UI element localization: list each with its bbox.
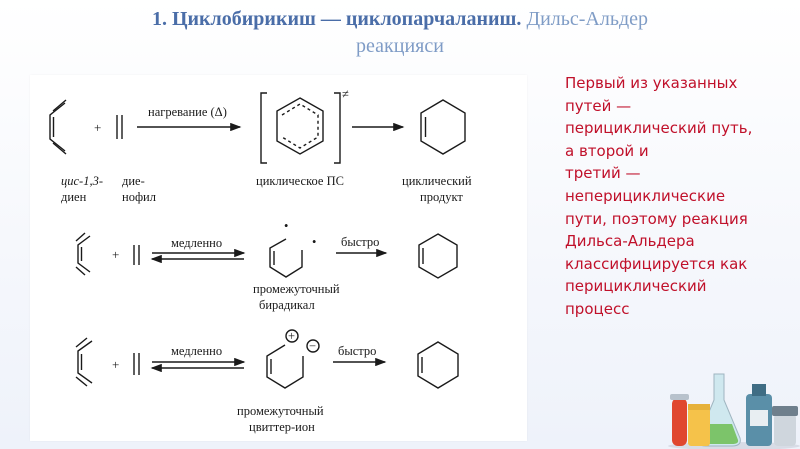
- slide-title: 1. Циклобирикиш — циклопарчаланиш. Дильс…: [0, 6, 800, 60]
- arrow-label-heating: нагревание (Δ): [148, 105, 227, 119]
- note-line: перициклический путь,: [565, 119, 753, 138]
- label-product-2: продукт: [420, 190, 463, 204]
- dienophile-1: [116, 115, 123, 139]
- transition-state-ring: [276, 97, 324, 155]
- note-line: пути, поэтому реакция: [565, 209, 748, 228]
- fast-label-2: быстро: [341, 235, 379, 249]
- cis-diene-1: [49, 99, 67, 155]
- dienophile-2: [133, 245, 140, 265]
- cyclohexene-product-1: [420, 99, 466, 155]
- cis-diene-3: [75, 337, 93, 387]
- plus-sign-1: +: [94, 120, 101, 135]
- intermediate-biradical-2: бирадикал: [259, 298, 315, 312]
- ts-double-dagger: ≠: [342, 87, 349, 101]
- plus-charge: +: [288, 329, 295, 343]
- reaction-scheme: + нагревание (Δ) ≠ цис-1,3- диен дие- но…: [30, 75, 527, 441]
- plus-sign-2: +: [112, 247, 119, 262]
- label-dienophile-1: дие-: [122, 174, 145, 188]
- intermediate-biradical-1: промежуточный: [253, 282, 340, 296]
- note-line: неперициклические: [565, 186, 726, 205]
- note-line: классифицируется как: [565, 254, 748, 273]
- label-transition-state: циклическое ПС: [256, 174, 344, 188]
- lab-glassware-icon: [668, 373, 800, 449]
- note-line: Первый из указанных: [565, 74, 738, 92]
- note-line: путей —: [565, 96, 632, 115]
- dienophile-3: [133, 353, 140, 375]
- slow-label-3: медленно: [171, 344, 222, 358]
- cyclohexene-product-3: [417, 341, 459, 389]
- intermediate-zwitterion-2: цвиттер-ион: [249, 420, 315, 434]
- intermediate-zwitterion-1: промежуточный: [237, 404, 324, 418]
- slow-label-2: медленно: [171, 236, 222, 250]
- note-line: перициклический: [565, 277, 707, 296]
- biradical-intermediate: [269, 238, 303, 278]
- minus-charge: −: [309, 339, 316, 353]
- radical-dot-top: •: [284, 219, 288, 233]
- note-line: Дильса-Альдера: [565, 232, 695, 251]
- ts-bracket-left: [260, 92, 267, 164]
- note-line: а второй и: [565, 141, 649, 160]
- title-bold: 1. Циклобирикиш — циклопарчаланиш.: [151, 8, 522, 30]
- cis-diene-2: [75, 232, 91, 276]
- note-line: процесс: [565, 299, 630, 318]
- fast-label-3: быстро: [338, 344, 376, 358]
- label-product-1: циклический: [402, 174, 472, 188]
- explanation-text: Первый из указанных путей — перицикличес…: [565, 72, 783, 321]
- note-line: третий —: [565, 164, 641, 183]
- reaction-scheme-svg: + нагревание (Δ) ≠ цис-1,3- диен дие- но…: [49, 87, 472, 434]
- radical-dot-right: •: [312, 235, 316, 249]
- ts-bracket-right: [334, 92, 341, 164]
- label-diene-2: диен: [61, 190, 87, 204]
- zwitterion-intermediate: [266, 329, 320, 389]
- title-line2: реакцияси: [356, 35, 444, 57]
- label-diene-1: цис-1,3-: [61, 174, 103, 188]
- cyclohexene-product-2: [418, 233, 458, 279]
- title-normal: Дильс-Альдер: [526, 8, 649, 30]
- label-dienophile-2: нофил: [122, 190, 156, 204]
- plus-sign-3: +: [112, 357, 119, 372]
